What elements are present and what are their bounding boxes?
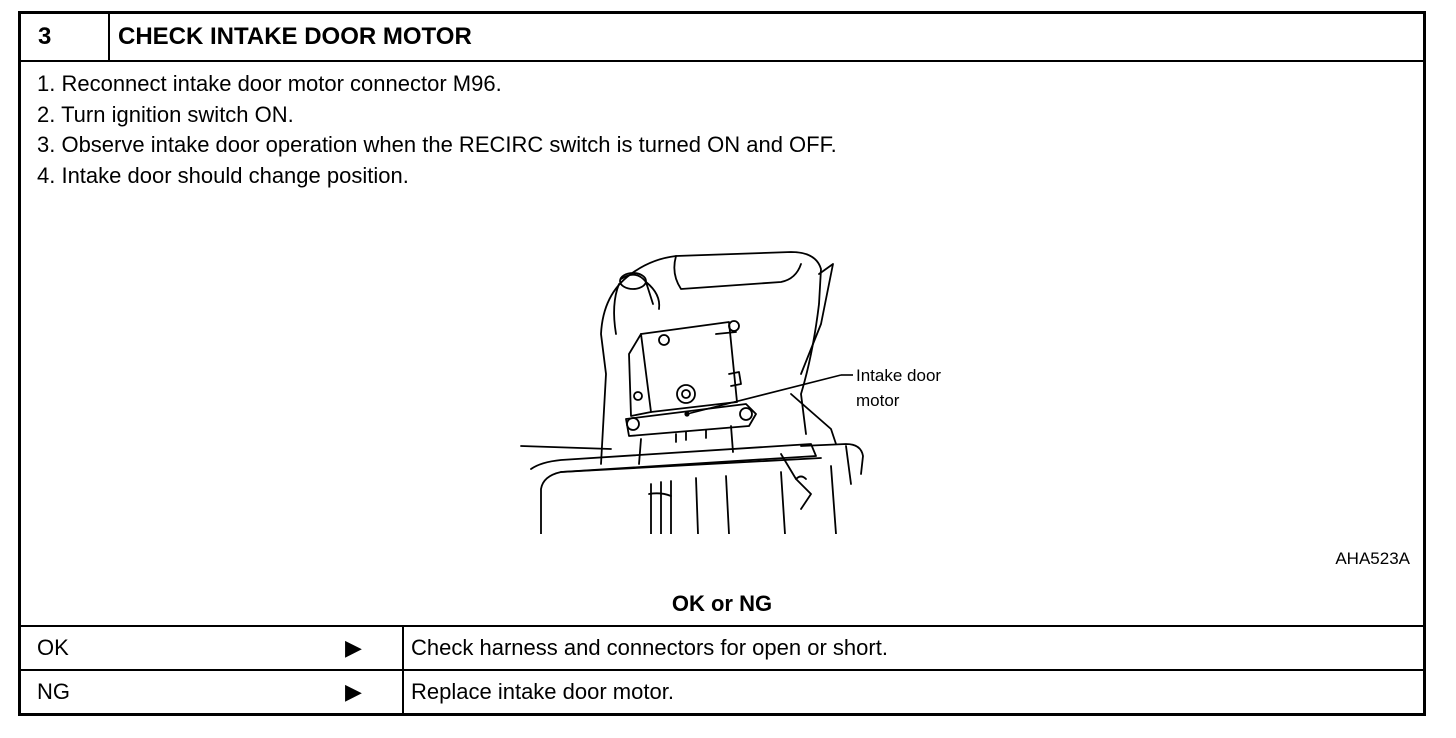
arrow-icon: ▶ (345, 679, 362, 704)
procedure-step: 2. Turn ignition switch ON. (37, 101, 294, 127)
decision-row-ok: OK ▶ Check harness and connectors for op… (21, 625, 1423, 670)
procedure-step: 3. Observe intake door operation when th… (37, 132, 837, 157)
column-divider (402, 627, 404, 670)
step-number: 3 (21, 14, 110, 60)
inspection-step-frame: 3 CHECK INTAKE DOOR MOTOR 1. Reconnect i… (18, 11, 1426, 716)
intake-door-motor-illustration: Intake door motor (520, 251, 941, 534)
result-label: OK (37, 635, 69, 660)
procedure-step: 1. Reconnect intake door motor connector… (37, 71, 502, 96)
action-text: Replace intake door motor. (411, 679, 674, 704)
callout-label-line2: motor (856, 391, 900, 410)
procedure-step: 4. Intake door should change position. (37, 162, 409, 188)
figure-code: AHA523A (1335, 549, 1410, 568)
decision-label: OK or NG (671, 591, 773, 616)
step-title: CHECK INTAKE DOOR MOTOR (118, 23, 472, 50)
step-header: 3 CHECK INTAKE DOOR MOTOR (21, 14, 1423, 62)
callout-label-line1: Intake door (856, 366, 941, 385)
decision-row-ng: NG ▶ Replace intake door motor. (21, 669, 1423, 714)
procedure-steps: 1. Reconnect intake door motor connector… (37, 69, 837, 191)
arrow-icon: ▶ (345, 635, 362, 660)
action-text: Check harness and connectors for open or… (411, 635, 888, 660)
column-divider (402, 671, 404, 714)
result-label: NG (37, 679, 70, 704)
